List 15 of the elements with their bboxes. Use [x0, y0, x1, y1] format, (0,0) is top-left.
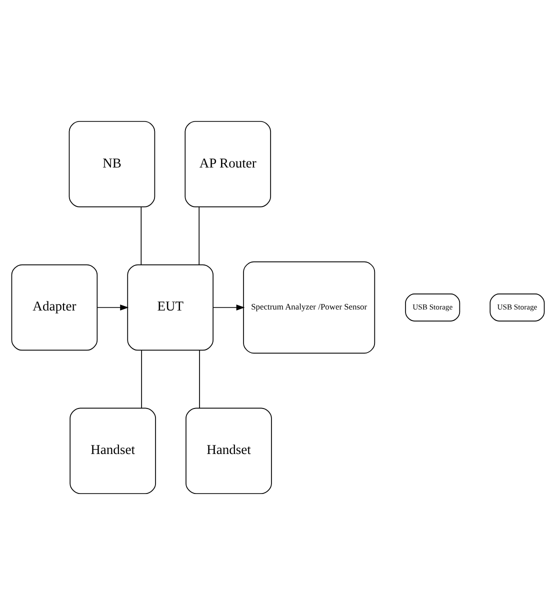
connector	[140, 206, 142, 265]
connector	[198, 206, 200, 265]
connector	[199, 350, 200, 408]
node-box: NB	[68, 120, 156, 207]
node-box: Handset	[70, 407, 156, 494]
node-box: EUT	[127, 264, 214, 350]
node-box: USB Storage	[490, 293, 545, 321]
connector	[141, 350, 142, 408]
arrow	[96, 304, 129, 310]
node-box: Spectrum Analyzer /Power Sensor	[243, 260, 376, 354]
arrow	[212, 304, 245, 310]
node-box: Handset	[186, 407, 272, 494]
node-box: AP Router	[184, 120, 272, 207]
node-box: USB Storage	[405, 293, 460, 321]
node-box: Adapter	[11, 264, 98, 350]
